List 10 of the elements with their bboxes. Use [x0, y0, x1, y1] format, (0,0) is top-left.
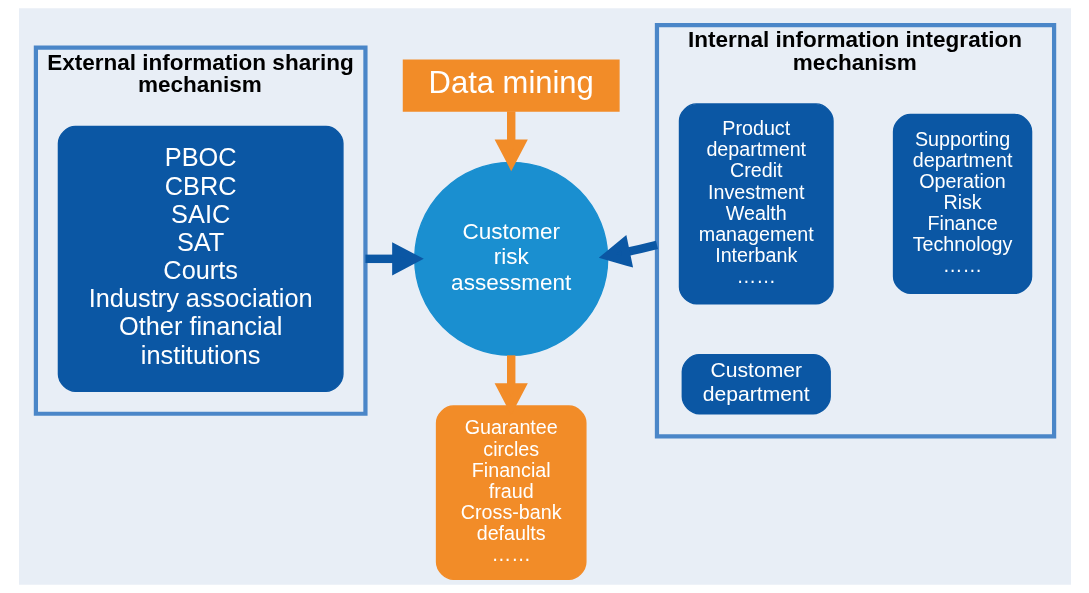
node-box: Guarantee circles Financial fraud Cross-bank defaults …… — [435, 405, 587, 580]
arrow — [494, 111, 528, 172]
node-box: PBOC CBRC SAIC SAT Courts Industry association Other financial institutions — [57, 125, 344, 392]
arrow — [598, 235, 658, 268]
node-circle: Customer risk assessment — [413, 161, 608, 356]
node-box: Customer department — [681, 353, 831, 415]
node-box: Data mining — [402, 59, 620, 112]
node-box: Supporting department Operation Risk Finance Technology …… — [892, 113, 1032, 295]
node-box: Product department Credit Investment Wealth management Interbank …… — [678, 103, 834, 305]
arrow — [364, 242, 424, 276]
